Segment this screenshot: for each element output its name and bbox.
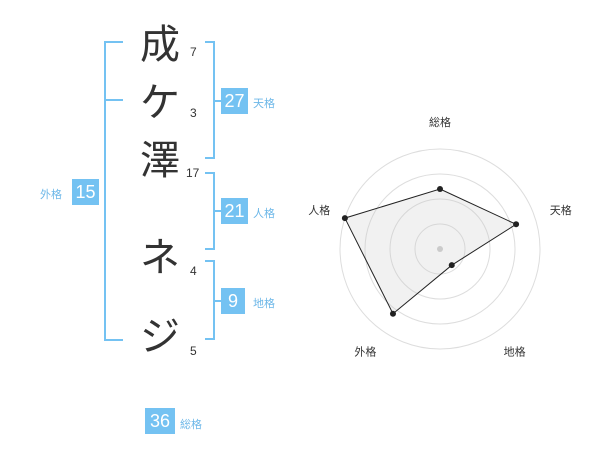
- tenkaku-label: 天格: [253, 97, 275, 110]
- gaikaku-value-box: 15: [72, 179, 99, 205]
- jinkaku-bracket-top: [205, 172, 215, 174]
- stroke-count-2: 3: [190, 106, 197, 120]
- radar-ring: [414, 223, 466, 275]
- chikaku-label: 地格: [253, 297, 275, 310]
- name-char-1: 成: [140, 22, 180, 68]
- radar-series-polygon: [344, 188, 518, 315]
- tenkaku-bracket-top: [205, 41, 215, 43]
- tenkaku-bracket-bottom: [205, 157, 215, 159]
- jinkaku-label: 人格: [253, 207, 275, 220]
- jinkaku-bracket-bottom: [205, 248, 215, 250]
- radar-ring: [389, 198, 491, 300]
- soukaku-label: 総格: [180, 418, 202, 431]
- stroke-count-5: 5: [190, 344, 197, 358]
- radar-point-3: [448, 262, 455, 269]
- radar-axis-label-2: 天格: [550, 203, 572, 217]
- jinkaku-value-box: 21: [221, 198, 248, 224]
- tenkaku-value-box: 27: [221, 88, 248, 114]
- radar-axis-label-3: 地格: [504, 345, 526, 359]
- radar-center: [437, 246, 443, 252]
- radar-point-1: [437, 186, 443, 192]
- chikaku-bracket-top: [205, 260, 215, 262]
- stroke-count-3: 17: [186, 166, 200, 180]
- chikaku-bracket-bottom: [205, 338, 215, 340]
- radar-point-4: [389, 310, 396, 317]
- jinkaku-connector: [213, 210, 221, 212]
- gaikaku-bracket-mid: [104, 99, 123, 101]
- chikaku-connector: [213, 300, 221, 302]
- name-char-5: ジ: [140, 314, 180, 360]
- name-char-2: ケ: [140, 80, 180, 126]
- tenkaku-connector: [213, 100, 221, 102]
- gaikaku-bracket-top: [104, 41, 123, 43]
- radar-axis-label-5: 人格: [308, 203, 330, 217]
- radar-point-2: [513, 221, 520, 228]
- radar-point-5: [341, 215, 348, 222]
- gaikaku-bracket-bottom: [104, 339, 123, 341]
- chikaku-value-box: 9: [221, 288, 245, 314]
- radar-axis-label-1: 総格: [429, 115, 451, 129]
- name-char-3: 澤: [140, 138, 180, 184]
- stroke-count-1: 7: [190, 45, 197, 59]
- radar-ring: [364, 173, 516, 325]
- stroke-count-4: 4: [190, 264, 197, 278]
- gaikaku-label: 外格: [40, 188, 62, 201]
- name-char-4: ネ: [140, 235, 180, 281]
- radar-ring: [339, 148, 541, 350]
- gaikaku-bracket-vertical: [104, 41, 106, 341]
- radar-axis-label-4: 外格: [354, 345, 376, 359]
- soukaku-value-box: 36: [145, 408, 175, 434]
